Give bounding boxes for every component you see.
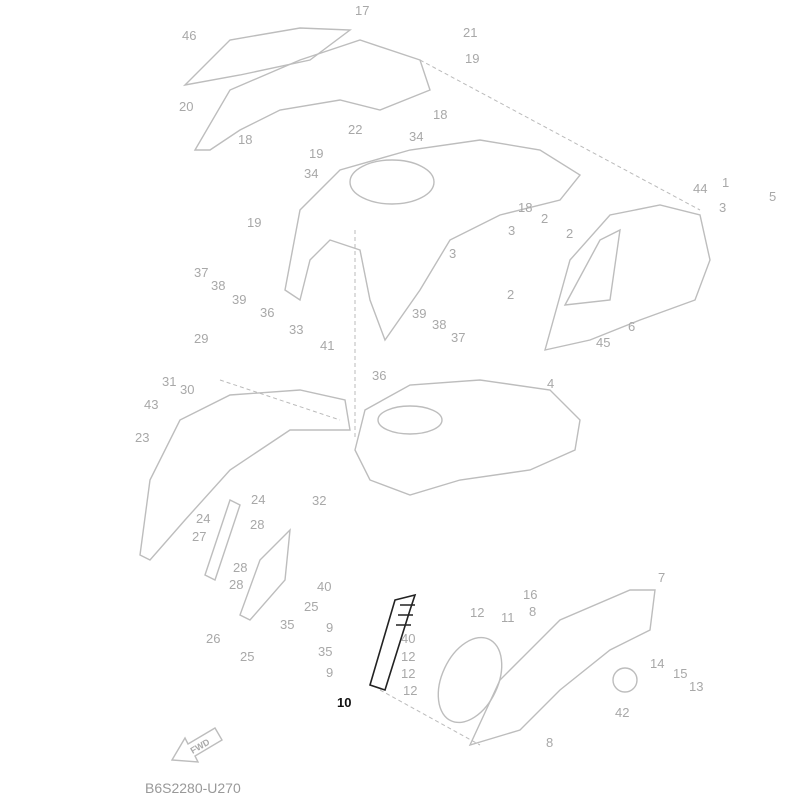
callout[interactable]: 3 bbox=[508, 223, 515, 238]
callout[interactable]: 39 bbox=[232, 292, 246, 307]
callout[interactable]: 17 bbox=[355, 3, 369, 18]
callout[interactable]: 37 bbox=[194, 265, 208, 280]
callout[interactable]: 12 bbox=[401, 666, 415, 681]
callout[interactable]: 19 bbox=[465, 51, 479, 66]
callout[interactable]: 12 bbox=[403, 683, 417, 698]
callout[interactable]: 31 bbox=[162, 374, 176, 389]
callout[interactable]: 38 bbox=[211, 278, 225, 293]
callout-labels: 17 46 21 19 20 18 18 22 34 19 34 44 1 5 … bbox=[135, 3, 776, 750]
callout[interactable]: 22 bbox=[348, 122, 362, 137]
fuel-tank bbox=[354, 379, 581, 496]
callout[interactable]: 1 bbox=[722, 175, 729, 190]
callout[interactable]: 19 bbox=[309, 146, 323, 161]
callout[interactable]: 28 bbox=[250, 517, 264, 532]
callout[interactable]: 3 bbox=[719, 200, 726, 215]
callout[interactable]: 30 bbox=[180, 382, 194, 397]
callout[interactable]: 13 bbox=[689, 679, 703, 694]
callout[interactable]: 28 bbox=[233, 560, 247, 575]
callout[interactable]: 43 bbox=[144, 397, 158, 412]
callout[interactable]: 41 bbox=[320, 338, 334, 353]
part-10-fins bbox=[396, 604, 415, 626]
part-17-cover bbox=[193, 39, 431, 151]
callout[interactable]: 12 bbox=[470, 605, 484, 620]
callout[interactable]: 42 bbox=[615, 705, 629, 720]
callout[interactable]: 15 bbox=[673, 666, 687, 681]
part-42-emblem bbox=[612, 667, 638, 693]
callout[interactable]: 36 bbox=[372, 368, 386, 383]
callout[interactable]: 38 bbox=[432, 317, 446, 332]
callout[interactable]: 35 bbox=[318, 644, 332, 659]
callout[interactable]: 23 bbox=[135, 430, 149, 445]
callout[interactable]: 45 bbox=[596, 335, 610, 350]
callout[interactable]: 39 bbox=[412, 306, 426, 321]
callout[interactable]: 36 bbox=[260, 305, 274, 320]
part-11-grille bbox=[437, 636, 503, 724]
part-46-seat-cover bbox=[182, 27, 352, 87]
callout[interactable]: 7 bbox=[658, 570, 665, 585]
callout[interactable]: 18 bbox=[433, 107, 447, 122]
callout[interactable]: 8 bbox=[546, 735, 553, 750]
part-7-lower-cover bbox=[468, 589, 656, 747]
callout[interactable]: 24 bbox=[251, 492, 265, 507]
callout[interactable]: 27 bbox=[192, 529, 206, 544]
part-1-side-cover bbox=[544, 204, 711, 351]
callout[interactable]: 26 bbox=[206, 631, 220, 646]
callout[interactable]: 18 bbox=[518, 200, 532, 215]
diagram-code: B6S2280-U270 bbox=[145, 780, 241, 796]
filler-opening bbox=[349, 159, 435, 205]
callout-highlighted[interactable]: 10 bbox=[337, 695, 351, 710]
callout[interactable]: 35 bbox=[280, 617, 294, 632]
callout[interactable]: 37 bbox=[451, 330, 465, 345]
callout[interactable]: 9 bbox=[326, 665, 333, 680]
callout[interactable]: 21 bbox=[463, 25, 477, 40]
callout[interactable]: 6 bbox=[628, 319, 635, 334]
part-45-decal bbox=[563, 228, 621, 306]
tank-cap-ring bbox=[377, 405, 443, 435]
callout[interactable]: 12 bbox=[401, 649, 415, 664]
part-33-tank-cover bbox=[284, 139, 582, 342]
callout[interactable]: 40 bbox=[401, 631, 415, 646]
callout[interactable]: 20 bbox=[179, 99, 193, 114]
callout[interactable]: 2 bbox=[541, 211, 548, 226]
callout[interactable]: 25 bbox=[240, 649, 254, 664]
callout[interactable]: 8 bbox=[529, 604, 536, 619]
callout[interactable]: 5 bbox=[769, 189, 776, 204]
callout[interactable]: 40 bbox=[317, 579, 331, 594]
callout[interactable]: 14 bbox=[650, 656, 664, 671]
callout[interactable]: 34 bbox=[409, 129, 423, 144]
callout[interactable]: 4 bbox=[547, 376, 554, 391]
part-27-bracket bbox=[204, 499, 241, 581]
callout[interactable]: 11 bbox=[501, 610, 515, 625]
callout[interactable]: 32 bbox=[312, 493, 326, 508]
forward-arrow-icon: FWD bbox=[170, 727, 223, 763]
callout[interactable]: 46 bbox=[182, 28, 196, 43]
callout[interactable]: 18 bbox=[238, 132, 252, 147]
callout[interactable]: 34 bbox=[304, 166, 318, 181]
callout[interactable]: 19 bbox=[247, 215, 261, 230]
callout[interactable]: 16 bbox=[523, 587, 537, 602]
callout[interactable]: 44 bbox=[693, 181, 707, 196]
callout[interactable]: 9 bbox=[326, 620, 333, 635]
callout[interactable]: 29 bbox=[194, 331, 208, 346]
callout[interactable]: 25 bbox=[304, 599, 318, 614]
callout[interactable]: 24 bbox=[196, 511, 210, 526]
callout[interactable]: 28 bbox=[229, 577, 243, 592]
callout[interactable]: 2 bbox=[566, 226, 573, 241]
callout[interactable]: 3 bbox=[449, 246, 456, 261]
callout[interactable]: 33 bbox=[289, 322, 303, 337]
part-23-side-cover bbox=[139, 389, 351, 561]
part-10-bracket bbox=[369, 593, 417, 692]
callout[interactable]: 2 bbox=[507, 287, 514, 302]
part-26-panel bbox=[239, 528, 291, 621]
